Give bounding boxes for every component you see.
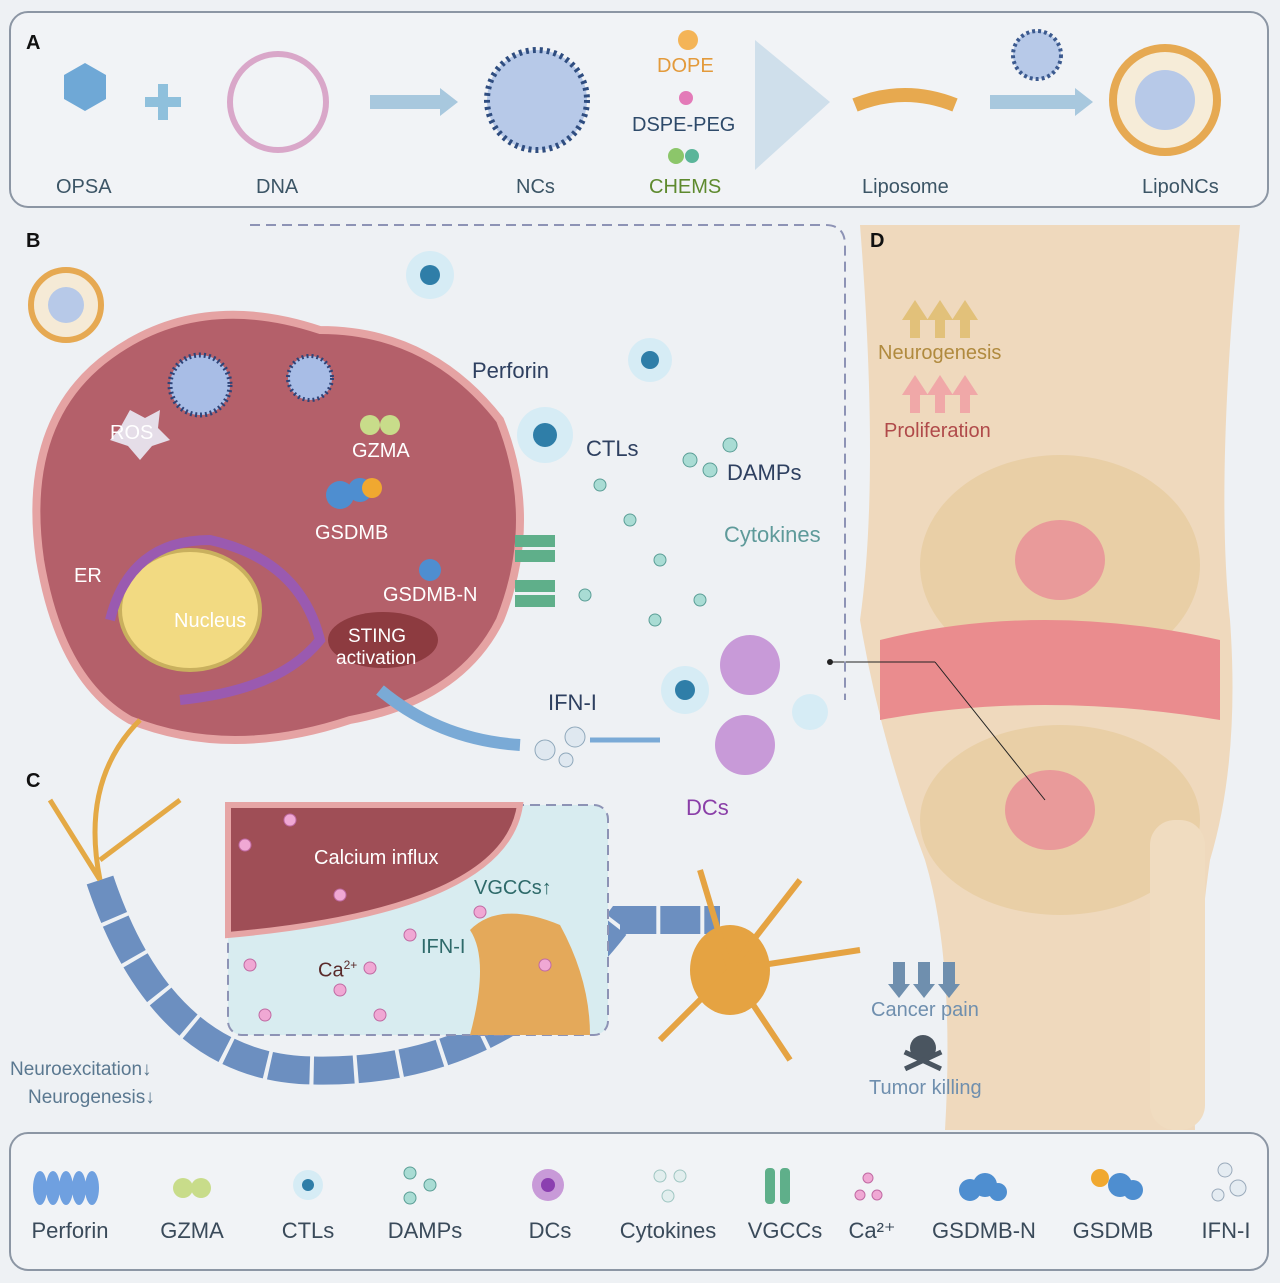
gzma-granules [360, 415, 400, 435]
legend-ifn: IFN-I [1201, 1218, 1251, 1243]
cancer-pain-label: Cancer pain [871, 999, 979, 1021]
vgcc-pores [515, 535, 555, 607]
inset-ifn-label: IFN-I [421, 936, 466, 958]
legend-calcium: Ca²⁺ [848, 1218, 896, 1243]
er-label: ER [74, 565, 102, 587]
dna-label: DNA [256, 176, 299, 198]
up-arrows-pink [902, 375, 978, 413]
ifn-particles [534, 726, 586, 768]
dspe-icon [679, 91, 693, 105]
sting-label-1: STING [348, 626, 407, 647]
neurogenesis-label: Neurogenesis [878, 342, 1002, 364]
neuroexcitation-label: Neuroexcitation↓ [10, 1059, 152, 1080]
ifn-label: IFN-I [548, 690, 597, 715]
ctl-cells [406, 251, 828, 730]
fibula [1150, 820, 1205, 1130]
nucleus [118, 548, 262, 672]
gsdmb-label: GSDMB [315, 522, 389, 544]
legend-dcs: DCs [528, 1218, 572, 1243]
panel-a-box [9, 11, 1269, 208]
chems-icon [668, 148, 684, 164]
damps-label: DAMPs [727, 460, 802, 485]
er [105, 534, 326, 705]
chems-label: CHEMS [649, 176, 722, 198]
legend-gsdmb-n: GSDMB-N [932, 1218, 1036, 1243]
gzma-label: GZMA [352, 440, 410, 462]
vgccs-label: VGCCs↑ [474, 877, 552, 899]
ca-superscript: 2+ [343, 958, 358, 972]
legend-ctls: CTLs [281, 1218, 335, 1243]
dcs-label: DCs [686, 795, 729, 820]
neuron-dendrites [47, 718, 182, 882]
dc-cells [715, 635, 780, 775]
gsdmb-cluster [326, 478, 382, 509]
legend-box [9, 1132, 1269, 1271]
panel-d-label: D [870, 230, 885, 252]
skull-icon [903, 1035, 943, 1072]
perforin-label: Perforin [472, 358, 550, 383]
dna-icon [227, 51, 329, 153]
tumor-lower [1005, 770, 1095, 850]
damps-particles [578, 437, 738, 627]
sting-arrow [376, 685, 521, 751]
tumor-upper [1015, 520, 1105, 600]
legend-cytokines: Cytokines [619, 1218, 717, 1243]
down-arrows-blue [888, 962, 960, 998]
ca-label: Ca2+ [318, 958, 357, 983]
big-arrow-icon [755, 40, 830, 170]
gsdmb-n [419, 559, 441, 581]
neuron-terminal [470, 913, 590, 1035]
panel-b-label: B [26, 230, 41, 252]
ca-text: Ca [318, 959, 344, 982]
legend-gzma: GZMA [160, 1218, 224, 1243]
liposome-icon [852, 88, 958, 112]
legend-gsdmb: GSDMB [1072, 1218, 1154, 1243]
legend-damps: DAMPs [387, 1218, 463, 1243]
ros-burst [110, 410, 170, 460]
legend-vgccs: VGCCs [747, 1218, 823, 1243]
ncs-icon [484, 47, 590, 153]
cytokines-label: Cytokines [724, 522, 821, 547]
legend-perforin: Perforin [31, 1218, 109, 1243]
dope-label: DOPE [657, 55, 714, 77]
cartilage [880, 620, 1220, 720]
up-arrows-gold [902, 300, 978, 338]
liposome-label: Liposome [862, 176, 949, 198]
dope-icon [678, 30, 698, 50]
sting-badge [328, 612, 438, 668]
gsdmb-n-label: GSDMB-N [383, 584, 478, 606]
proliferation-label: Proliferation [884, 420, 991, 442]
liponcs-label: LipoNCs [1142, 176, 1219, 198]
neurogenesis-down-label: Neurogenesis↓ [28, 1087, 155, 1108]
ros-label: ROS [110, 422, 154, 444]
nc-particle [167, 352, 233, 418]
opsa-icon [64, 63, 106, 111]
sting-label-2: activation [336, 648, 417, 669]
panel-c-label: C [26, 770, 41, 792]
nucleus-label: Nucleus [174, 610, 247, 632]
panel-a-label: A [26, 32, 41, 54]
tumor-killing-label: Tumor killing [869, 1077, 982, 1099]
calcium-ions [238, 813, 552, 1022]
opsa-label: OPSA [56, 176, 112, 198]
calcium-influx-label: Calcium influx [314, 847, 439, 869]
ncs-label: NCs [516, 176, 555, 198]
legend-icons [33, 1162, 1247, 1205]
ctls-label: CTLs [586, 436, 639, 461]
dspe-peg-label: DSPE-PEG [632, 114, 736, 136]
